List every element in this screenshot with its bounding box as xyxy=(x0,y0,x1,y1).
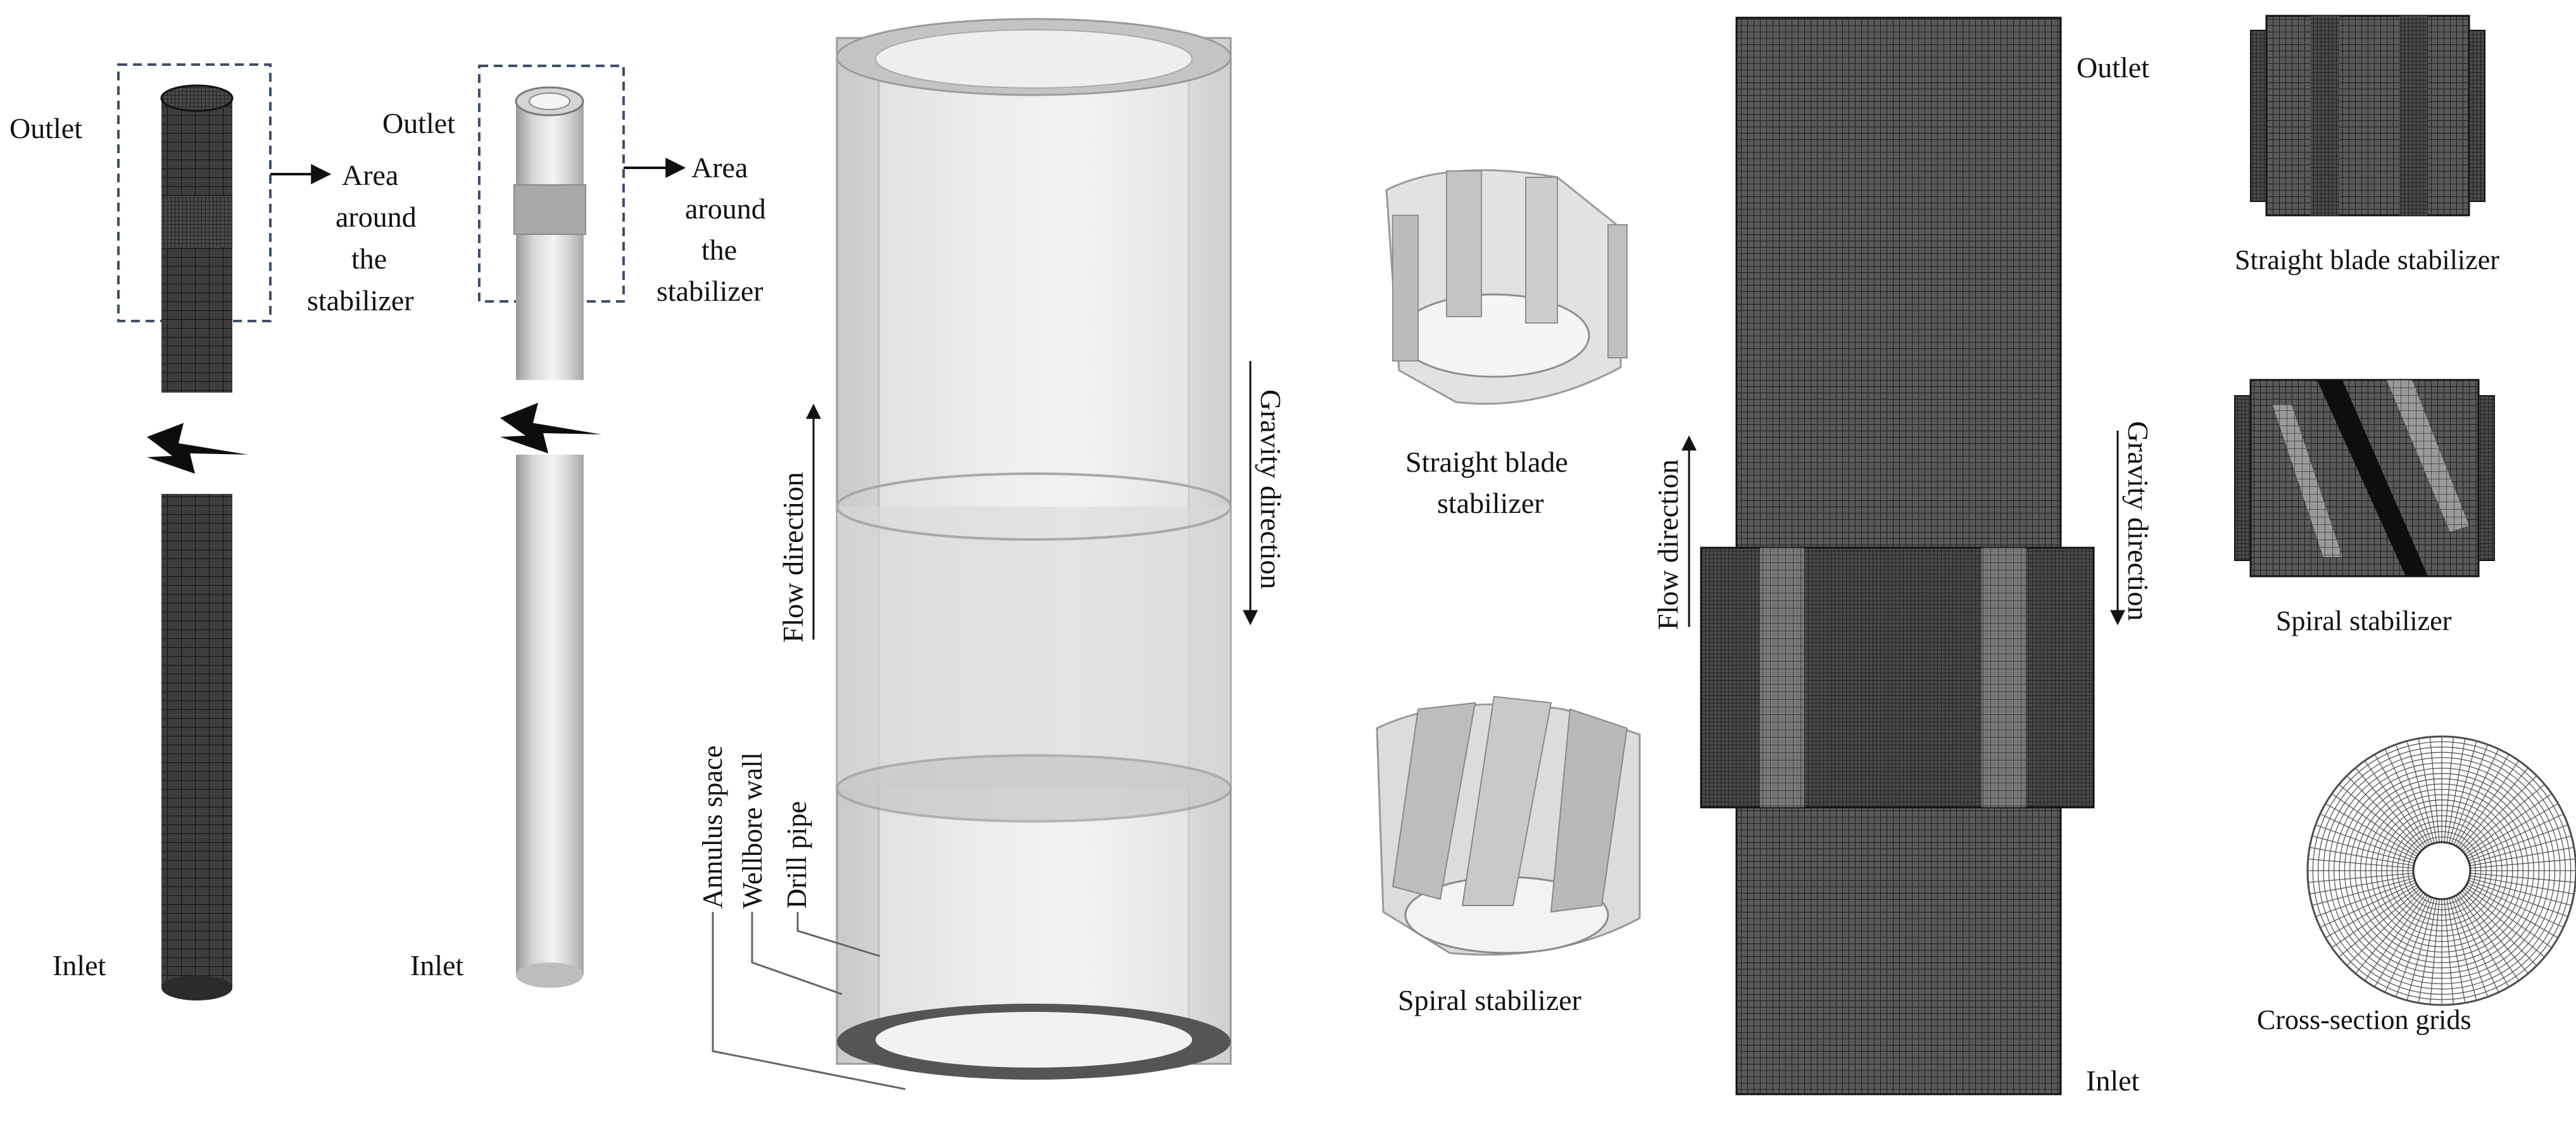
annulus-space-label: Annulus space xyxy=(697,745,728,909)
inlet-label-mesh: Inlet xyxy=(2086,1064,2140,1097)
outlet-label-b: Outlet xyxy=(382,107,455,139)
cross-section-ring-line xyxy=(2354,783,2529,958)
area-label-b-line2: around xyxy=(685,192,766,225)
geometry-stabilizer-band xyxy=(513,184,586,235)
stabilizer-bottom-rim xyxy=(836,754,1232,823)
cross-section-ring-line xyxy=(2323,752,2561,990)
wellbore-top-opening xyxy=(875,29,1193,89)
wellbore-bottom-opening xyxy=(876,1012,1192,1068)
area-label-a-line1: Area xyxy=(342,159,398,191)
straight-blade-stabilizer-model xyxy=(1385,169,1628,405)
cross-section-ring-line xyxy=(2365,794,2518,947)
cross-section-ring-line xyxy=(2391,820,2492,921)
cross-section-ring-line xyxy=(2334,762,2550,979)
lightning-bolt-icon xyxy=(500,403,601,453)
cross-section-ring-line xyxy=(2359,788,2524,953)
cross-section-ring-line xyxy=(2407,836,2476,906)
spiral-stabilizer-mesh-label: Spiral stabilizer xyxy=(2276,605,2452,636)
cross-section-ring-line xyxy=(2397,826,2487,916)
cross-section-ring-line xyxy=(2349,778,2534,963)
straight-blade-stabilizer-label-line1: Straight blade xyxy=(1405,446,1568,478)
stabilizer-band xyxy=(837,507,1231,788)
inlet-label-b: Inlet xyxy=(410,949,464,981)
mesh-stabilizer-blade-left xyxy=(1760,548,1804,807)
inlet-label-a: Inlet xyxy=(53,949,106,981)
cross-section-ring-line xyxy=(2402,831,2482,911)
area-label-b-line4: stabilizer xyxy=(657,275,763,307)
cross-section-ring-line xyxy=(2381,810,2503,931)
geometry-pipe-lower xyxy=(516,455,584,975)
stabilizer-top-rim xyxy=(836,472,1232,541)
area-label-b-line1: Area xyxy=(691,151,748,184)
panel-geometry-pipe: Outlet Inlet Area around the stabilizer xyxy=(382,65,766,988)
area-label-b-line3: the xyxy=(701,234,737,266)
lightning-bolt-icon xyxy=(147,423,248,474)
area-label-a-line3: the xyxy=(351,243,387,275)
cross-section-ring-line xyxy=(2344,773,2540,969)
refined-mesh-band xyxy=(161,196,232,247)
mesh-stabilizer-blade-right xyxy=(1982,548,2026,807)
cross-section-ring-lines xyxy=(2307,736,2576,1006)
meshed-pipe-bottom-end xyxy=(161,975,232,1000)
drill-pipe-label: Drill pipe xyxy=(781,801,812,909)
outlet-label-mesh: Outlet xyxy=(2077,51,2149,84)
straight-blade-stabilizer-mesh-label: Straight blade stabilizer xyxy=(2235,244,2499,275)
cross-section-ring-line xyxy=(2339,767,2545,974)
cross-section-grids-label: Cross-section grids xyxy=(2257,1004,2472,1035)
panel-stabilizer-models: Straight blade stabilizer Spiral stabili… xyxy=(1376,169,1641,1016)
spiral-stabilizer-label: Spiral stabilizer xyxy=(1398,984,1581,1016)
cross-section-ring-line xyxy=(2375,804,2508,937)
spiral-stabilizer-model xyxy=(1376,695,1641,956)
panel-mesh-stabilizers: Straight blade stabilizer Spiral stabili… xyxy=(2234,15,2576,1035)
leader-drill-pipe xyxy=(796,912,881,957)
straight-blade-stabilizer-mesh xyxy=(2250,15,2485,217)
outlet-label-a: Outlet xyxy=(9,112,82,144)
panel-mesh-annulus: Flow direction Gravity direction Outlet … xyxy=(1652,16,2154,1097)
meshed-pipe-lower xyxy=(161,494,232,988)
leader-annulus-space xyxy=(712,912,906,1090)
geometry-pipe-top-hole xyxy=(529,92,570,110)
cross-section-ring-line xyxy=(2328,757,2556,985)
leader-wellbore-wall xyxy=(751,912,843,995)
area-label-a-line2: around xyxy=(336,201,417,233)
geometry-pipe-bottom-end xyxy=(516,962,583,988)
meshed-pipe-top-end xyxy=(160,84,234,112)
gravity-direction-label: Gravity direction xyxy=(1255,389,1287,590)
wellbore-wall-label: Wellbore wall xyxy=(737,752,768,909)
panel-meshed-pipe: Outlet Inlet Area around the stabilizer xyxy=(9,63,417,1000)
cross-section-grid-disc xyxy=(2306,735,2576,1006)
cross-section-ring-line xyxy=(2386,815,2497,926)
cross-section-ring-line xyxy=(2307,736,2576,1006)
cross-section-ring-line xyxy=(2312,741,2572,1000)
cross-section-ring-line xyxy=(2370,799,2513,942)
geometry-pipe-upper xyxy=(516,101,584,380)
cross-section-ring-line xyxy=(2318,747,2566,995)
flow-direction-label: Flow direction xyxy=(777,472,809,643)
gravity-direction-label-mesh: Gravity direction xyxy=(2122,421,2154,621)
area-label-a-line4: stabilizer xyxy=(307,284,414,317)
spiral-stabilizer-mesh xyxy=(2234,379,2495,577)
panel-annulus-geometry: Flow direction Gravity direction Annulus… xyxy=(697,18,1287,1090)
straight-blade-stabilizer-label-line2: stabilizer xyxy=(1437,487,1544,519)
flow-direction-label-mesh: Flow direction xyxy=(1652,459,1684,630)
